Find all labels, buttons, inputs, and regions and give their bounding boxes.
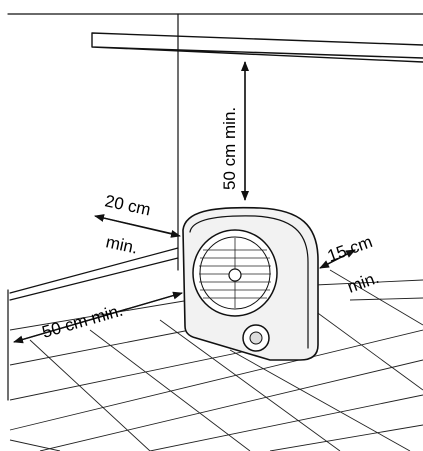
left-clearance-value-label: 20 cm: [103, 191, 152, 219]
right-clearance-value-label: 15 cm: [325, 232, 375, 266]
right-clearance-min-label: min.: [345, 268, 382, 297]
room-walls: [7, 13, 423, 401]
clearance-arrows: [13, 61, 356, 344]
top-clearance-label: 50 cm min.: [220, 107, 239, 190]
left-clearance-min-label: min.: [104, 232, 139, 257]
floor-tiles: [9, 269, 423, 451]
front-clearance-label: 50 cm min.: [40, 301, 125, 342]
front-arrow-in: [13, 292, 183, 344]
shelf: [91, 32, 423, 63]
fan-heater: [182, 206, 319, 361]
right-arrow-in: [319, 249, 356, 269]
left-arrow-in: [94, 215, 181, 238]
